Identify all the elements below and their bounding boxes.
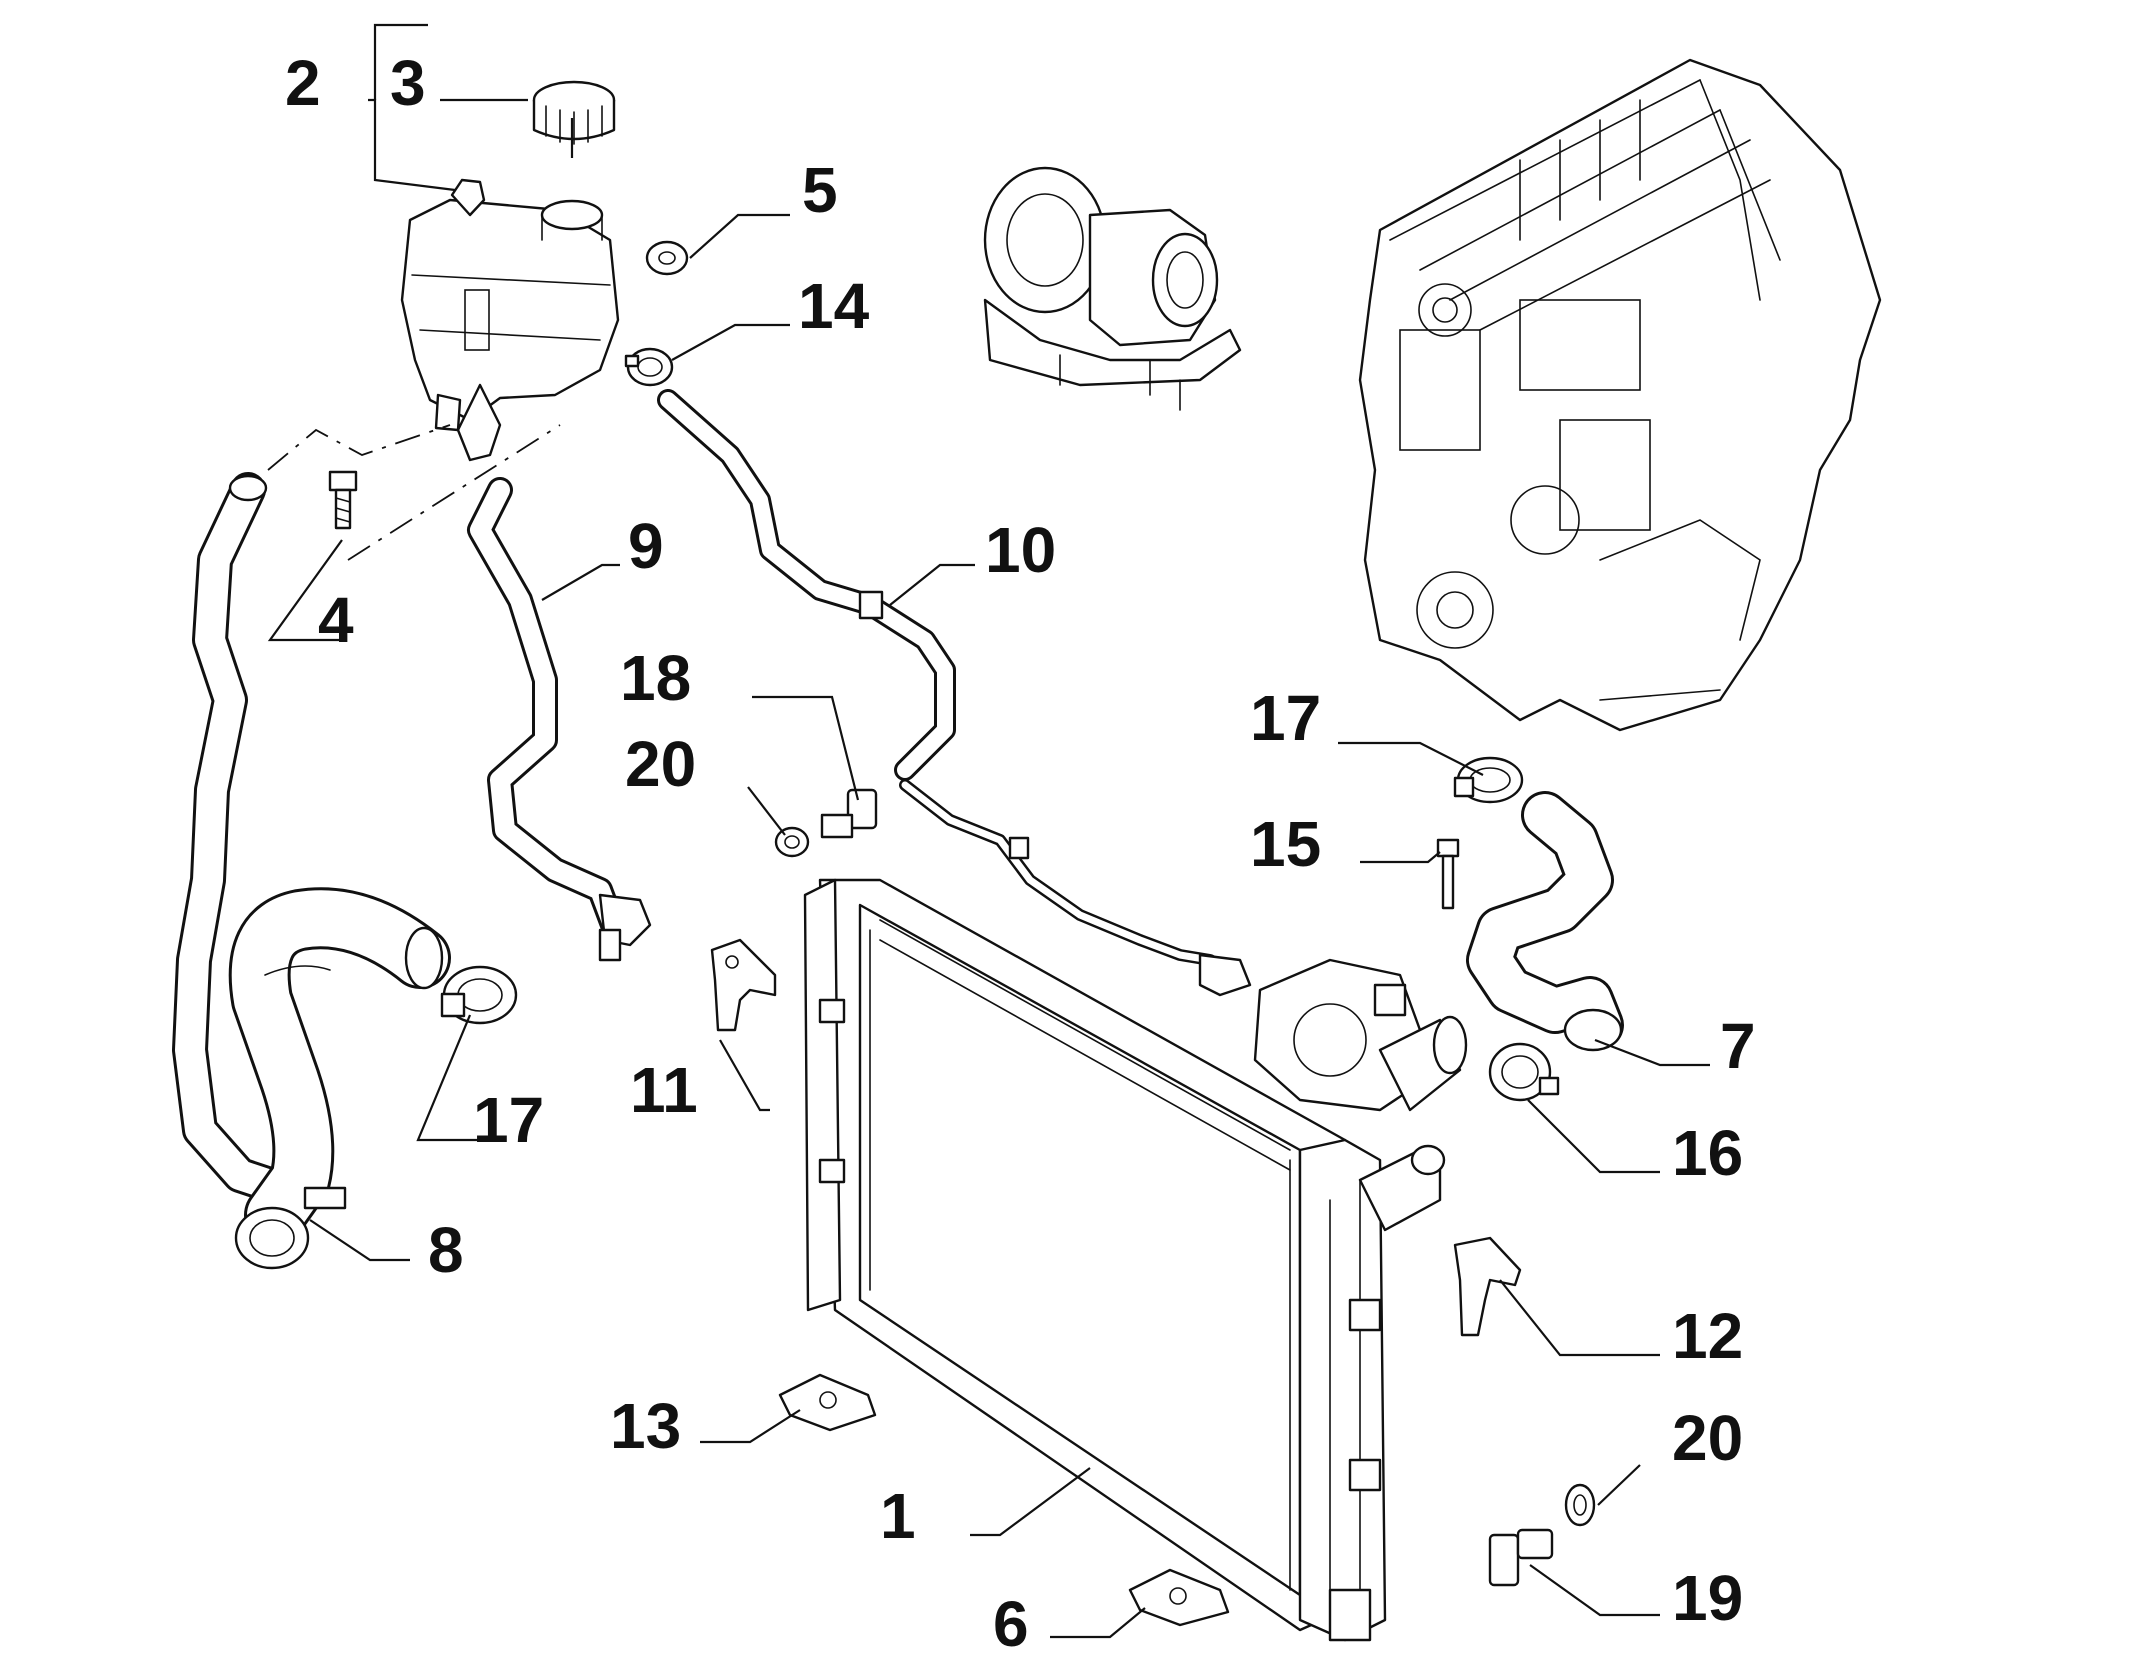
callout-13: 13 [610,1390,681,1462]
clamp-14 [624,347,674,387]
temperature-sensor-18 [820,788,878,839]
hose-10 [657,389,1252,997]
callout-14: 14 [798,270,870,342]
callout-3: 3 [390,47,426,119]
callout-20-bottom: 20 [1672,1402,1743,1474]
callout-18: 18 [620,642,691,714]
long-coolant-hose [172,472,318,1213]
radiator-hose-8 [228,887,451,1270]
radiator [803,878,1446,1642]
washer-20-top [774,826,810,858]
callout-17-left: 17 [473,1084,544,1156]
bracket-11 [710,938,777,1032]
assembly-guide-line [267,424,561,561]
clamp-17-right [1453,756,1524,804]
bolt-15 [1436,838,1460,910]
washer-20-bottom [1564,1483,1596,1527]
callout-17-right: 17 [1250,682,1321,754]
callout-10: 10 [985,514,1056,586]
callout-7: 7 [1720,1010,1756,1082]
callout-2: 2 [285,47,321,119]
bracket-6 [1128,1568,1230,1627]
clamp-17-left [440,965,518,1025]
callout-9: 9 [628,510,664,582]
callout-16: 16 [1672,1117,1743,1189]
callout-11: 11 [630,1054,698,1126]
callout-12: 12 [1672,1300,1743,1372]
bracket-13 [778,1373,877,1432]
callout-6: 6 [993,1588,1029,1660]
callout-5: 5 [802,154,838,226]
leader-lines [267,23,1710,1639]
callout-4: 4 [318,584,354,656]
washer-5 [645,240,689,276]
clamp-16 [1488,1042,1560,1102]
callout-19: 19 [1672,1562,1743,1634]
hose-7 [1466,791,1624,1052]
drain-plug-19 [1488,1528,1554,1587]
callout-numbers: 1 2 3 4 5 6 7 8 9 10 11 12 13 14 15 16 1… [285,47,1756,1660]
bracket-12 [1453,1236,1522,1337]
turbocharger [983,166,1242,411]
expansion-tank [400,178,620,462]
callout-1: 1 [880,1480,916,1552]
expansion-tank-cap [532,80,616,145]
callout-20-top: 20 [625,728,696,800]
thermostat-housing [1253,958,1468,1112]
hose-9 [467,477,652,962]
engine-block [1358,58,1882,732]
callout-8: 8 [428,1214,464,1286]
bolt-4 [328,470,358,530]
callout-15: 15 [1250,808,1321,880]
